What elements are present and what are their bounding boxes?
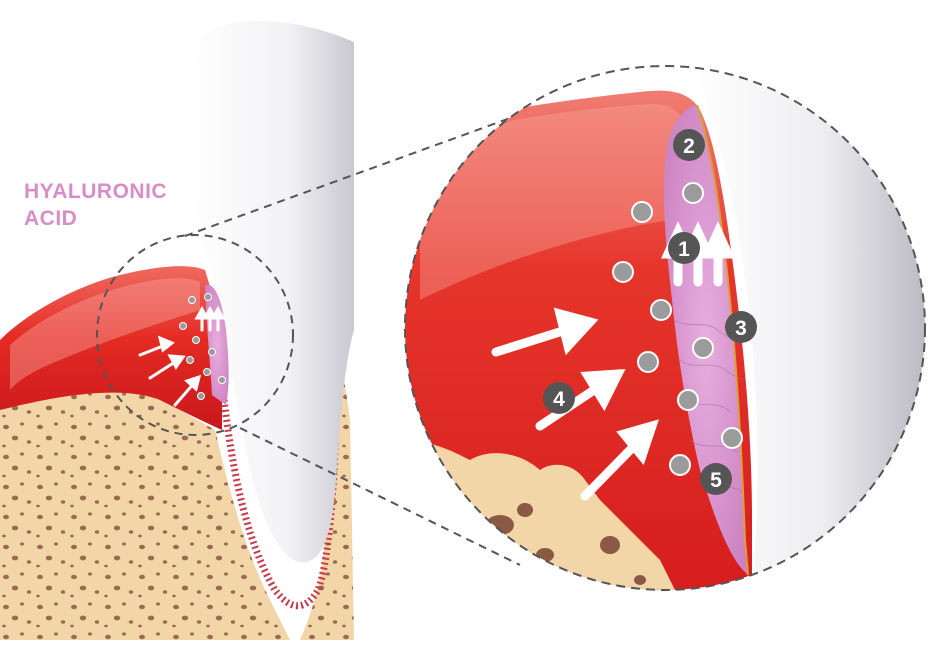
small-molecules [179, 293, 226, 400]
number-marker-1: 1 [668, 232, 700, 264]
label-line-2: ACID [24, 207, 78, 230]
big-molecules [612, 182, 743, 476]
sulcus-line [218, 349, 342, 610]
tooth-small [184, 20, 354, 563]
zoom-view [405, 66, 925, 590]
svg-text:5: 5 [710, 469, 722, 492]
tooth-big [690, 66, 925, 590]
svg-text:1: 1 [678, 238, 690, 261]
small-arrows [138, 305, 226, 407]
number-marker-3: 3 [725, 311, 757, 343]
gum-left [0, 266, 222, 430]
label-line-1: HYALURONIC [24, 180, 168, 203]
number-marker-4: 4 [543, 382, 575, 414]
svg-text:2: 2 [683, 135, 695, 158]
zoom-connectors [184, 99, 561, 566]
number-marker-5: 5 [700, 463, 732, 495]
small-view [0, 20, 354, 640]
svg-text:4: 4 [553, 388, 565, 411]
small-zoom-circle [96, 234, 294, 436]
number-marker-2: 2 [673, 129, 705, 161]
svg-text:3: 3 [735, 317, 747, 340]
big-zoom-circle [404, 65, 926, 591]
hyaluronic-acid-label: HYALURONIC ACID [24, 178, 167, 232]
